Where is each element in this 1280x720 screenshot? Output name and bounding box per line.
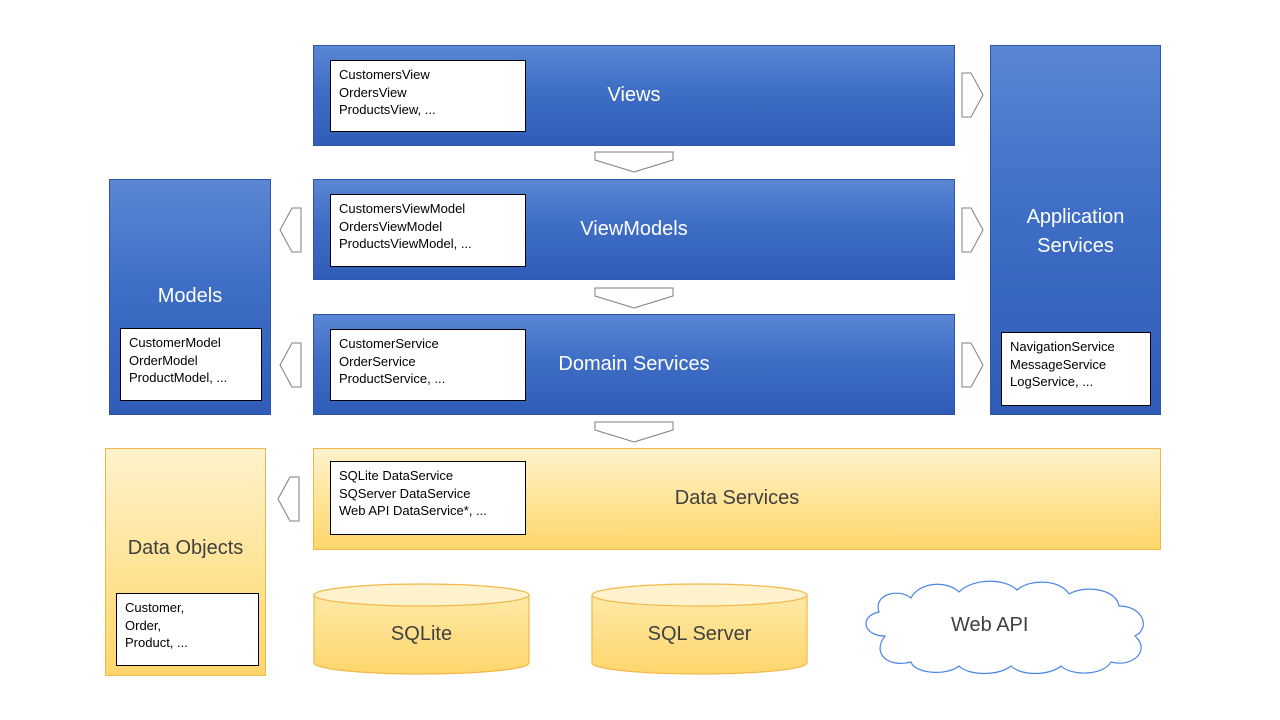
arrow-right-icon xyxy=(961,72,984,118)
list-item: CustomersViewModel xyxy=(339,201,466,216)
arrow-left-icon xyxy=(279,207,302,253)
list-item: SQLite DataService xyxy=(339,468,454,483)
data-services-layer: SQLite DataService SQServer DataService … xyxy=(313,448,1161,550)
application-services-list: NavigationService MessageService LogServ… xyxy=(1001,332,1151,406)
list-item: Product, ... xyxy=(125,635,188,650)
views-layer: CustomersView OrdersView ProductsView, .… xyxy=(313,45,955,146)
sqlite-label: SQLite xyxy=(390,623,453,645)
list-item: Order, xyxy=(125,617,162,633)
data-objects-list: Customer, Order, Product, ... xyxy=(116,593,259,666)
viewmodels-title: ViewModels xyxy=(580,218,688,240)
list-item: OrderService xyxy=(339,353,416,369)
arrow-down-icon xyxy=(594,287,674,309)
viewmodels-layer: CustomersViewModel OrdersViewModel Produ… xyxy=(313,179,955,280)
list-item: Web API DataService*, ... xyxy=(339,503,487,518)
viewmodels-list: CustomersViewModel OrdersViewModel Produ… xyxy=(330,194,526,267)
webapi-label: Web API xyxy=(951,614,1029,636)
list-item: ProductsViewModel, ... xyxy=(339,236,472,251)
data-services-list: SQLite DataService SQServer DataService … xyxy=(330,461,526,535)
sqlserver-label: SQL Server xyxy=(647,623,752,645)
list-item: MessageService xyxy=(1010,356,1107,372)
models-list: CustomerModel OrderModel ProductModel, .… xyxy=(120,328,262,401)
list-item: Customer, xyxy=(125,600,185,615)
list-item: OrdersViewModel xyxy=(339,218,443,234)
list-item: OrderModel xyxy=(129,352,198,368)
views-list: CustomersView OrdersView ProductsView, .… xyxy=(330,60,526,132)
domain-services-list: CustomerService OrderService ProductServ… xyxy=(330,329,526,401)
arrow-down-icon xyxy=(594,421,674,443)
list-item: SQServer DataService xyxy=(339,485,471,501)
domain-services-layer: CustomerService OrderService ProductServ… xyxy=(313,314,955,415)
cloud-icon xyxy=(865,580,1144,675)
models-layer: Models CustomerModel OrderModel ProductM… xyxy=(109,179,271,415)
data-services-title: Data Services xyxy=(674,487,800,509)
data-objects-layer: Data Objects Customer, Order, Product, .… xyxy=(105,448,266,676)
arrow-left-icon xyxy=(279,342,302,388)
views-title: Views xyxy=(607,84,661,106)
arrow-down-icon xyxy=(594,151,674,173)
list-item: CustomerService xyxy=(339,336,439,351)
cylinder-icon xyxy=(591,583,808,675)
list-item: ProductModel, ... xyxy=(129,370,228,385)
webapi-cloud: Web API xyxy=(855,576,1151,676)
cylinder-icon xyxy=(313,583,530,675)
sqlite-database: SQLite xyxy=(313,583,530,676)
list-item: OrdersView xyxy=(339,84,407,100)
domain-services-title: Domain Services xyxy=(558,353,710,375)
arrow-right-icon xyxy=(961,342,984,388)
list-item: ProductsView, ... xyxy=(339,102,436,117)
list-item: CustomersView xyxy=(339,67,430,82)
application-services-layer: Application Services NavigationService M… xyxy=(990,45,1161,415)
application-services-title: Application Services xyxy=(1026,206,1125,257)
list-item: CustomerModel xyxy=(129,335,221,350)
list-item: ProductService, ... xyxy=(339,371,446,386)
models-title: Models xyxy=(157,285,223,307)
list-item: LogService, ... xyxy=(1010,374,1094,389)
data-objects-title: Data Objects xyxy=(127,537,244,559)
sqlserver-database: SQL Server xyxy=(591,583,808,676)
list-item: NavigationService xyxy=(1010,339,1115,354)
arrow-right-icon xyxy=(961,207,984,253)
arrow-left-icon xyxy=(277,476,300,522)
